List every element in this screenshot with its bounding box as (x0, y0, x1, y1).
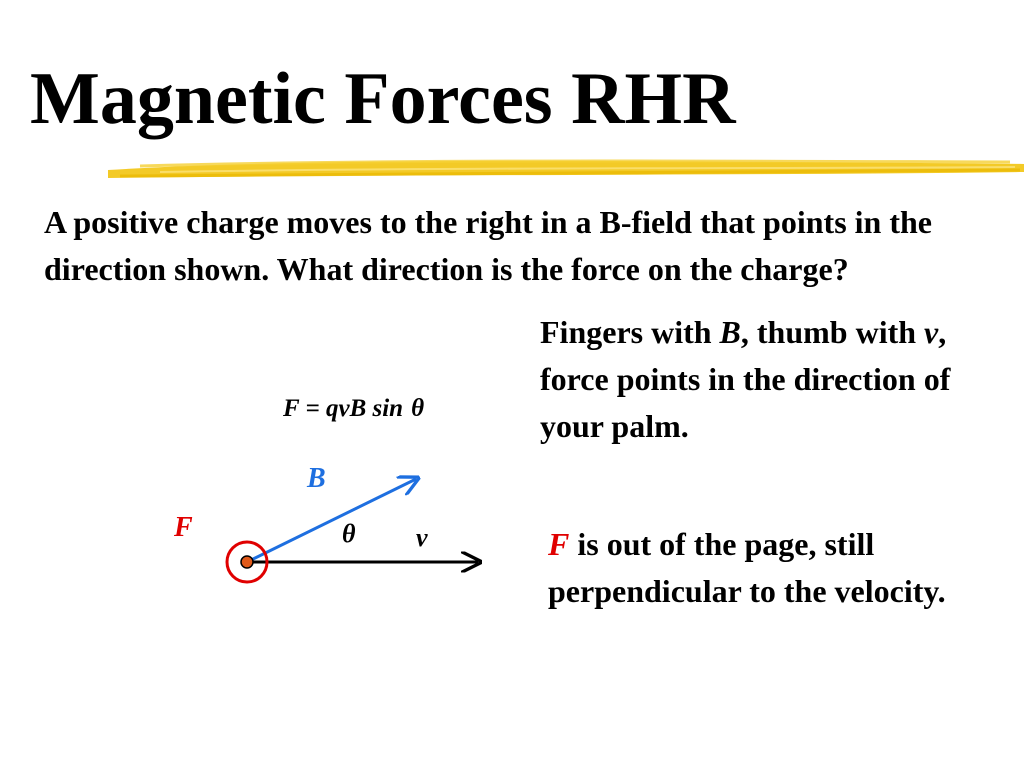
rule-part-2: , thumb with (740, 314, 925, 350)
answer-text: F is out of the page, still perpendicula… (548, 521, 988, 615)
answer-body: is out of the page, still perpendicular … (548, 526, 946, 609)
rule-part-1: Fingers with (540, 314, 720, 350)
b-field-label: B (307, 463, 326, 494)
positive-charge-dot (240, 555, 254, 569)
force-formula: F = qvB sin θ (283, 395, 424, 423)
force-label: F (174, 512, 193, 543)
question-text: A positive charge moves to the right in … (44, 204, 932, 287)
b-field-arrow (246, 479, 416, 564)
velocity-label: v (416, 523, 428, 552)
answer-f-symbol: F (548, 526, 570, 562)
right-hand-rule-text: Fingers with B, thumb with v, force poin… (540, 309, 960, 450)
title-underline-stroke (108, 159, 1024, 178)
force-out-of-page-ring (225, 540, 269, 584)
formula-theta: θ (411, 395, 425, 422)
rule-v-symbol: v (924, 314, 939, 350)
angle-theta-label: θ (342, 519, 356, 548)
formula-expression: F = qvB sin (283, 395, 404, 422)
rule-part-3: , force points in the direction of your … (540, 314, 951, 444)
rule-b-symbol: B (719, 314, 741, 350)
slide-title: Magnetic Forces RHR (30, 58, 736, 140)
